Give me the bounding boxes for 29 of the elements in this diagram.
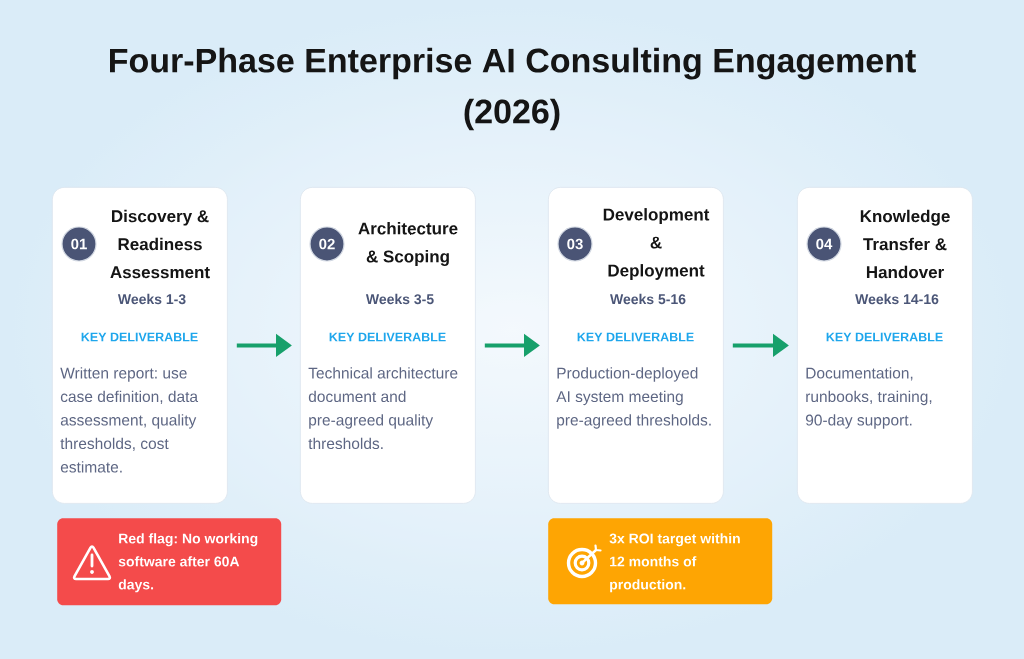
phase-title: Architecture & Scoping [358,222,458,266]
number-badge: 04 [806,226,842,262]
week-range: Weeks 1-3 [117,293,186,305]
deliverable-text: Technical architecture document and pre-agreed quality thresholds. [308,367,458,450]
callout-text: Red flag: No working software after 60A days. [118,533,258,593]
number-badge: 02 [309,226,345,262]
section-heading: KEY DELIVERABLE [329,332,446,342]
section-heading: KEY DELIVERABLE [81,332,198,342]
deliverable-text: Written report: use case definition, data assessment, quality thresholds, cost estimate. [60,367,199,473]
callout-text: 3x ROI target within 12 months of production. [609,533,740,593]
section-heading: KEY DELIVERABLE [826,332,943,342]
week-range: Weeks 3-5 [365,293,434,305]
phase-card [797,187,973,504]
phase-title: Development & Deployment [603,208,710,280]
callout-box [548,518,773,605]
phase-title: Knowledge Transfer & Handover [860,209,950,279]
week-range: Weeks 14-16 [855,293,939,305]
deliverable-text: Documentation, runbooks, training, 90-day support. [805,367,932,429]
number-badge: 03 [557,226,593,262]
section-heading: KEY DELIVERABLE [577,332,694,342]
callout-box [57,518,282,606]
phase-card [300,187,476,504]
phase-card [52,187,228,504]
phase-card [548,187,724,504]
deliverable-text: Production-deployed AI system meeting pre-agreed thresholds. [556,367,711,429]
title: Four-Phase Enterprise AI Consulting Engagement (2026) [110,47,916,131]
number-badge: 01 [61,226,97,262]
week-range: Weeks 5-16 [610,293,686,305]
phase-title: Discovery & Readiness Assessment [110,209,210,279]
